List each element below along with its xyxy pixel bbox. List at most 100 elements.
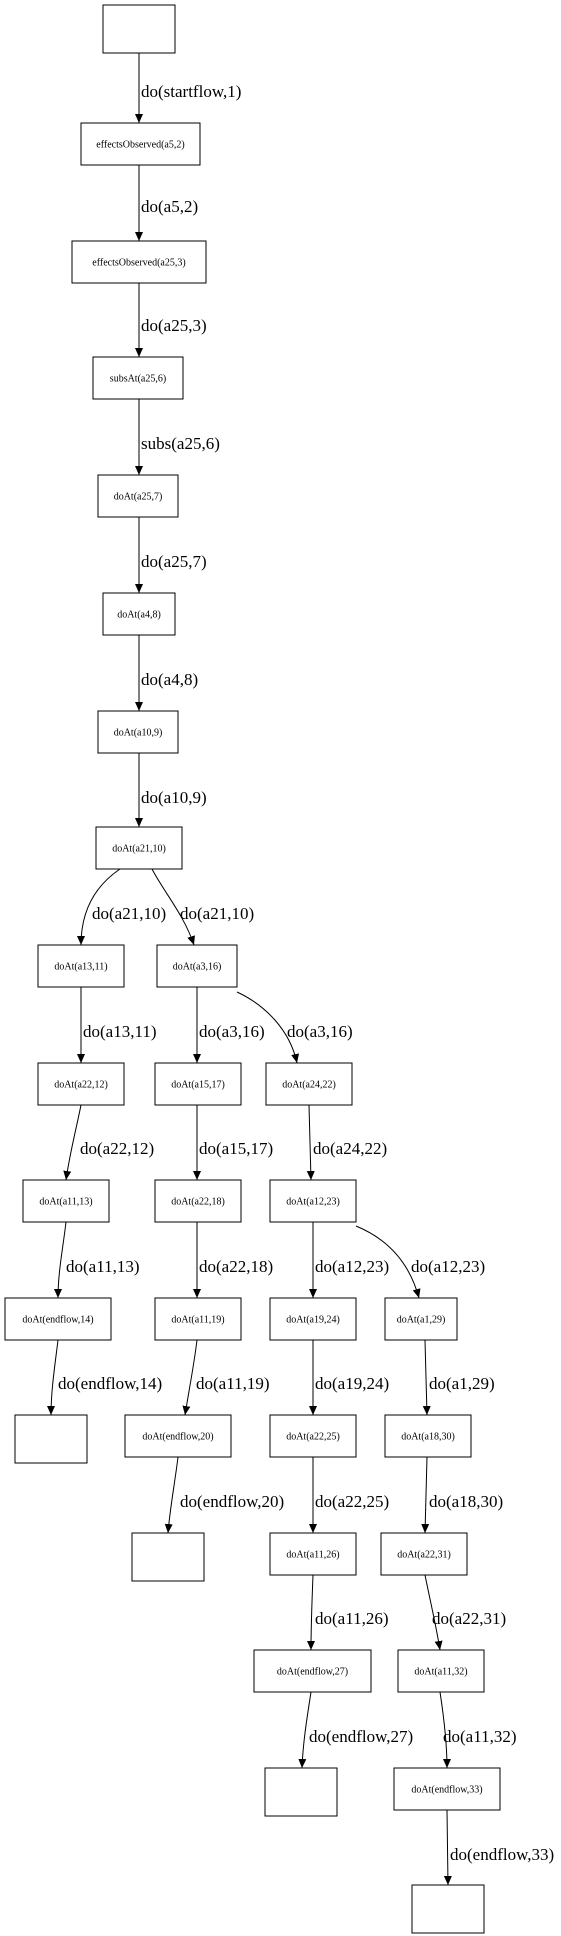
- node-n7: doAt(a25,7): [97, 474, 179, 518]
- edge-n29_n30: [422, 1339, 431, 1416]
- node-box: [397, 1649, 485, 1693]
- edge-label-n2_n3: do(a5,2): [141, 197, 198, 216]
- node-box: [37, 944, 125, 988]
- node-n24: doAt(a19,24): [269, 1297, 357, 1341]
- node-box: [380, 1532, 468, 1576]
- edge-label-n17_n18: do(a15,17): [199, 1139, 273, 1158]
- node-box: [97, 710, 179, 754]
- edge-n30_n31: [421, 1456, 430, 1534]
- edge-n32_n33: [439, 1691, 451, 1769]
- edge-label-n11_n12: do(a13,11): [83, 1022, 157, 1041]
- edge-label-n30_n31: do(a18,30): [429, 1492, 503, 1511]
- edge-n13_n14: [54, 1221, 67, 1299]
- edge-label-n24_n25: do(a19,24): [315, 1374, 389, 1393]
- edge-label-n14_e14: do(endflow,14): [58, 1374, 162, 1393]
- edge-label-n3_n6: do(a25,3): [141, 316, 207, 335]
- edge-label-n7_n8: do(a25,7): [141, 552, 207, 571]
- edge-label-n16_n22: do(a3,16): [287, 1022, 353, 1041]
- edge-label-n23_n29: do(a12,23): [411, 1257, 485, 1276]
- node-box: [264, 1767, 338, 1817]
- node-box: [71, 240, 207, 284]
- node-label: doAt(endflow,27): [277, 1667, 348, 1678]
- edge-label-n18_n19: do(a22,18): [199, 1257, 273, 1276]
- node-n22: doAt(a24,22): [265, 1062, 353, 1106]
- node-n18: doAt(a22,18): [154, 1179, 242, 1223]
- node-label: doAt(a13,11): [54, 962, 107, 973]
- edge-label-n25_n26: do(a22,25): [315, 1492, 389, 1511]
- edge-label-n13_n14: do(a11,13): [66, 1257, 140, 1276]
- node-label: doAt(endflow,20): [142, 1432, 213, 1443]
- edge-n16_n22: [236, 991, 300, 1064]
- node-n17: doAt(a15,17): [154, 1062, 242, 1106]
- node-box: [393, 1767, 501, 1811]
- edge-label-n10_n16: do(a21,10): [180, 904, 254, 923]
- node-box: [154, 1062, 242, 1106]
- node-n31: doAt(a22,31): [380, 1532, 468, 1576]
- node-label: doAt(a15,17): [171, 1080, 225, 1091]
- node-label: doAt(a22,18): [171, 1197, 225, 1208]
- node-n26: doAt(a11,26): [269, 1532, 357, 1576]
- node-n14: doAt(endflow,14): [4, 1297, 112, 1341]
- node-label: doAt(a11,19): [171, 1315, 224, 1326]
- node-e20: [131, 1532, 205, 1582]
- node-label: subsAt(a25,6): [110, 374, 166, 385]
- node-box: [95, 826, 183, 870]
- node-n8: doAt(a4,8): [102, 592, 176, 636]
- edge-n26_n27: [307, 1574, 316, 1651]
- node-e33: [411, 1884, 485, 1934]
- edge-label-n33_e33: do(endflow,33): [450, 1845, 554, 1864]
- node-n16: doAt(a3,16): [156, 944, 238, 988]
- node-label: effectsObserved(a25,3): [92, 258, 185, 269]
- node-label: doAt(a11,26): [286, 1550, 339, 1561]
- node-box: [253, 1649, 372, 1693]
- edge-n19_n20: [182, 1339, 198, 1416]
- node-n25: doAt(a22,25): [269, 1414, 357, 1458]
- node-box: [154, 1297, 242, 1341]
- node-label: doAt(a18,30): [401, 1432, 455, 1443]
- node-box: [37, 1062, 125, 1106]
- node-box: [97, 474, 179, 518]
- node-n12: doAt(a22,12): [37, 1062, 125, 1106]
- node-label: doAt(a22,31): [397, 1550, 451, 1561]
- node-label: doAt(a24,22): [282, 1080, 336, 1091]
- edge-label-n22_n23: do(a24,22): [313, 1139, 387, 1158]
- edge-n33_e33: [443, 1809, 452, 1886]
- node-e14: [14, 1414, 88, 1464]
- edge-label-n8_n9: do(a4,8): [141, 670, 198, 689]
- node-box: [102, 592, 176, 636]
- node-box: [269, 1297, 357, 1341]
- edge-label-start_n2: do(startflow,1): [141, 82, 241, 101]
- node-n11: doAt(a13,11): [37, 944, 125, 988]
- edge-label-n27_e27: do(endflow,27): [309, 1727, 413, 1746]
- edge-label-n16_n17: do(a3,16): [199, 1022, 265, 1041]
- node-label: doAt(a11,13): [39, 1197, 92, 1208]
- node-label: doAt(a19,24): [286, 1315, 340, 1326]
- node-box: [269, 1179, 357, 1223]
- edge-label-n26_n27: do(a11,26): [315, 1609, 389, 1628]
- edge-n10_n16: [151, 868, 195, 946]
- node-n2: effectsObserved(a5,2): [80, 122, 201, 166]
- node-box: [92, 356, 184, 400]
- edge-n27_e27: [298, 1691, 312, 1769]
- node-n20: doAt(endflow,20): [124, 1414, 232, 1458]
- node-label: doAt(a11,32): [414, 1667, 467, 1678]
- node-n19: doAt(a11,19): [154, 1297, 242, 1341]
- node-label: doAt(a4,8): [117, 610, 161, 621]
- node-box: [156, 944, 238, 988]
- node-n3: effectsObserved(a25,3): [71, 240, 207, 284]
- node-label: effectsObserved(a5,2): [96, 140, 184, 151]
- node-box: [14, 1414, 88, 1464]
- node-n10: doAt(a21,10): [95, 826, 183, 870]
- edge-label-n6_n7: subs(a25,6): [141, 434, 220, 453]
- edge-label-n20_e20: do(endflow,20): [180, 1492, 284, 1511]
- node-box: [80, 122, 201, 166]
- edge-label-n10_n11: do(a21,10): [92, 904, 166, 923]
- edge-label-n31_n32: do(a22,31): [432, 1609, 506, 1628]
- node-e27: [264, 1767, 338, 1817]
- node-n29: doAt(a1,29): [384, 1297, 458, 1341]
- node-box: [269, 1532, 357, 1576]
- node-box: [22, 1179, 110, 1223]
- node-start: [102, 4, 176, 54]
- node-n9: doAt(a10,9): [97, 710, 179, 754]
